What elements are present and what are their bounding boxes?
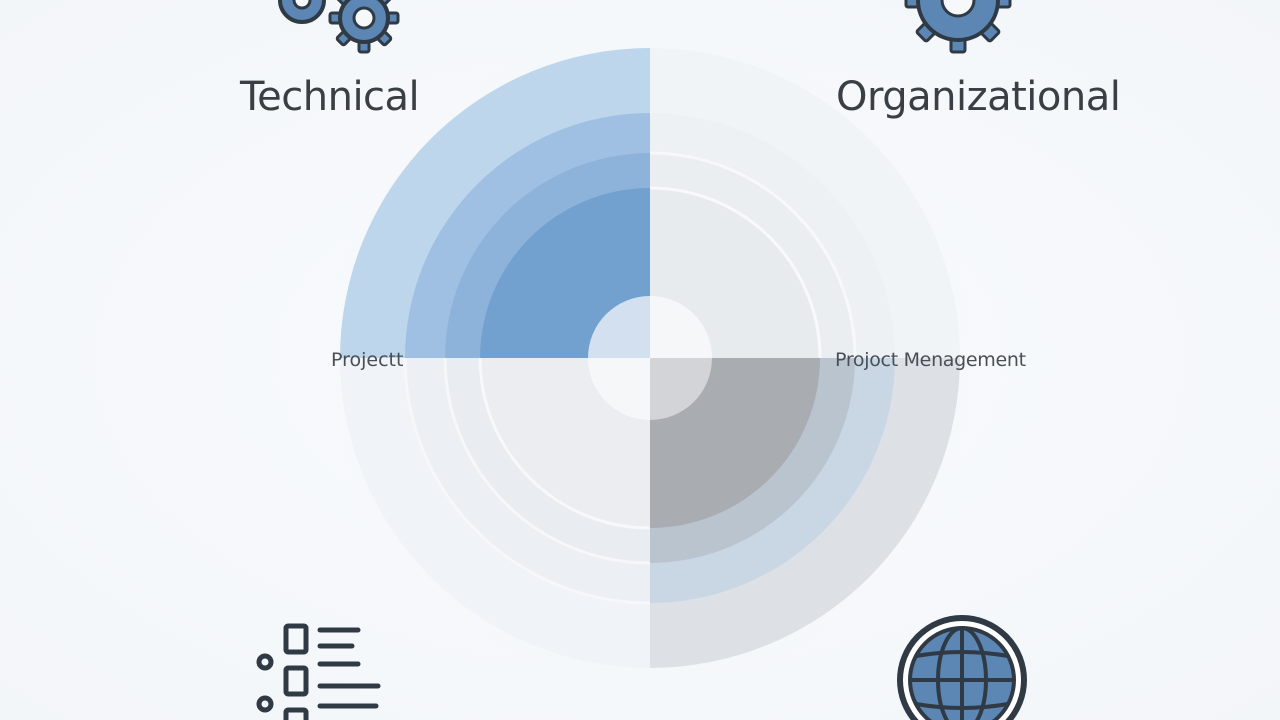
label-project: Projectt (331, 349, 404, 371)
globe-icon (897, 615, 1027, 720)
label-organizational: Organizational (836, 74, 1121, 120)
gear-icon (904, 0, 1012, 54)
gears-icon (278, 0, 400, 54)
quadrant-project (340, 358, 650, 668)
quadrant-technical (340, 48, 650, 358)
label-project-management: Projoct Menagement (835, 349, 1026, 371)
center-disc (588, 296, 712, 420)
checklist-icon (256, 623, 381, 720)
label-technical: Technical (240, 74, 420, 120)
